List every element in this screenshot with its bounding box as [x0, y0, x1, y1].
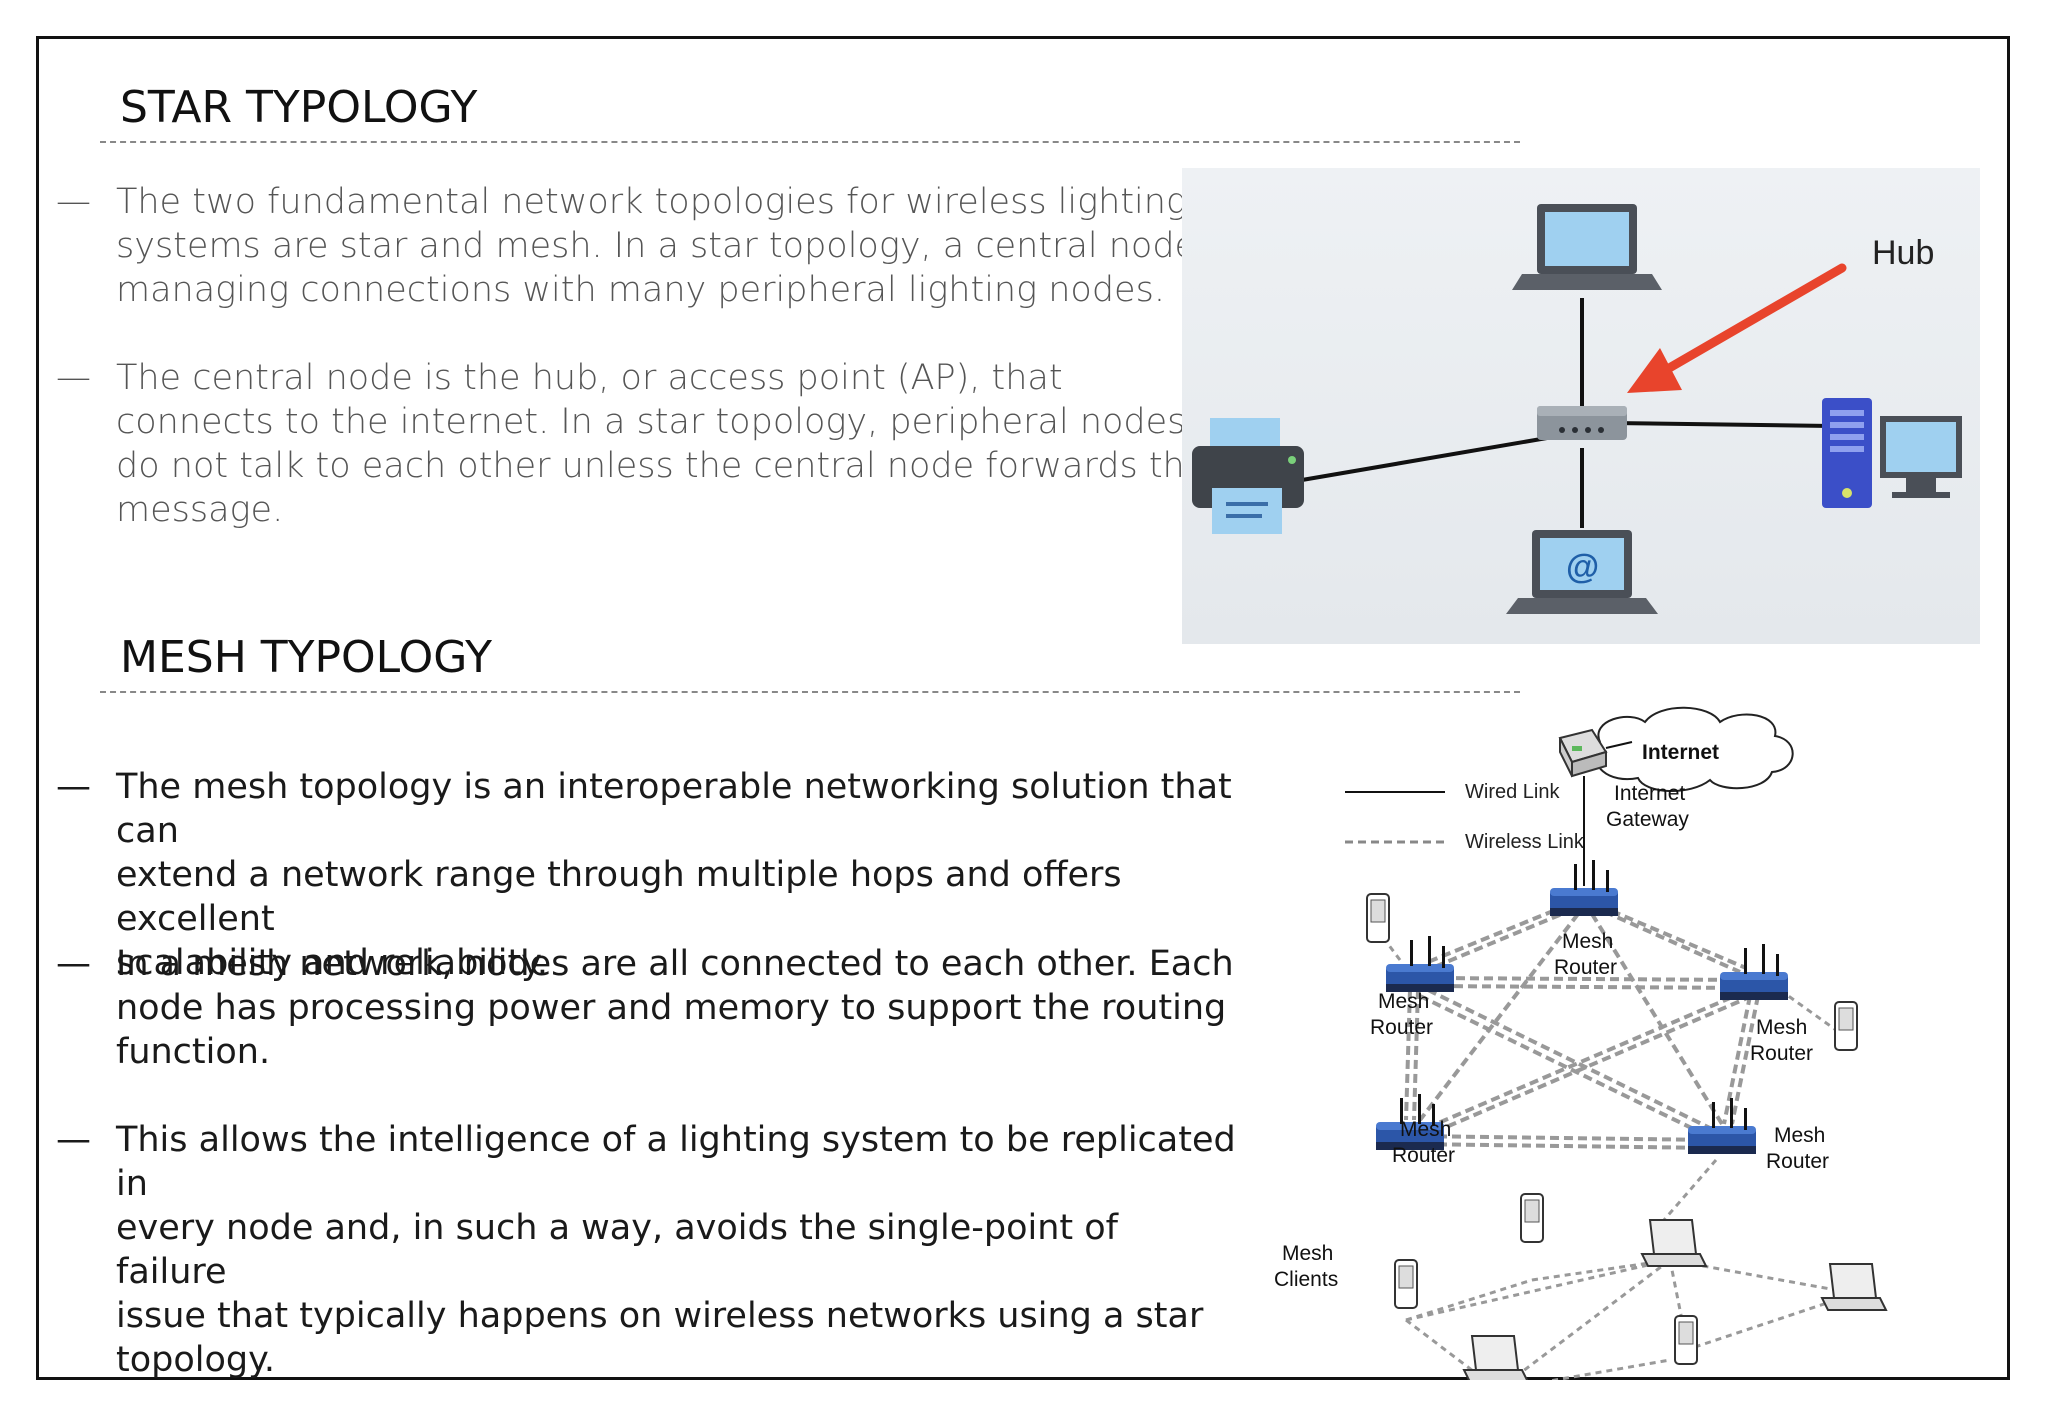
bullet-line: message.	[116, 490, 284, 530]
router-label: Router	[1392, 1144, 1455, 1167]
bullet-line: In a mesh network, nodes are all connect…	[116, 944, 1234, 984]
router-label: Mesh	[1400, 1118, 1451, 1141]
mesh-router-icon	[1720, 944, 1788, 1000]
bullet-line: connects to the internet. In a star topo…	[116, 402, 1186, 442]
bullet-line: topology.	[116, 1340, 275, 1380]
mesh-heading-rule	[100, 691, 1520, 693]
slide-frame	[36, 36, 2010, 1380]
router-label: Router	[1370, 1016, 1433, 1039]
router-label: Router	[1554, 956, 1617, 979]
clients-label: Mesh	[1282, 1242, 1333, 1265]
mesh-router-icon	[1688, 1098, 1756, 1154]
bullet-dash: —	[56, 358, 91, 398]
bullet-line: The mesh topology is an interoperable ne…	[116, 767, 1232, 851]
bullet-line: The two fundamental network topologies f…	[116, 182, 1187, 222]
bullet-dash: —	[56, 1120, 91, 1160]
mesh-diagram-svg: Wired Link Wireless Link Internet Intern…	[1274, 706, 1887, 1392]
router-label: Mesh	[1562, 930, 1613, 953]
link-line	[1301, 436, 1548, 482]
bullet-line: managing connections with many periphera…	[116, 270, 1165, 310]
legend-wireless-label: Wireless Link	[1465, 831, 1585, 853]
laptop-icon	[1512, 204, 1662, 290]
bullet-line: scalability and reliability.	[116, 943, 549, 983]
bullet-line: node has processing power and memory to …	[116, 988, 1227, 1028]
bullet-dash: —	[56, 182, 91, 222]
mesh-topology-diagram: Wired Link Wireless Link Internet Intern…	[1260, 700, 1960, 1392]
bullet-line: function.	[116, 1032, 271, 1072]
arrow-icon	[1627, 263, 1847, 393]
phone-icon	[1394, 1259, 1418, 1309]
bullet-line: This allows the intelligence of a lighti…	[116, 1120, 1236, 1204]
svg-text:@: @	[1566, 548, 1599, 586]
internet-label: Internet	[1642, 741, 1719, 764]
link-line	[1611, 421, 1833, 428]
mesh-router-icon	[1386, 936, 1454, 992]
gateway-label: Gateway	[1606, 808, 1689, 831]
clients-label: Clients	[1274, 1268, 1338, 1291]
router-label: Router	[1766, 1150, 1829, 1173]
phone-icon	[1674, 1315, 1698, 1365]
bullet-line: extend a network range through multiple …	[116, 855, 1122, 939]
wireless-links	[1404, 898, 1760, 1150]
wired-link	[1605, 741, 1633, 749]
laptop-icon	[1463, 1335, 1529, 1383]
bullet-line: The central node is the hub, or access p…	[116, 358, 1063, 398]
desktop-computer-icon	[1822, 398, 1962, 508]
laptop-icon	[1641, 1219, 1707, 1267]
laptop-icon	[1821, 1263, 1887, 1311]
printer-icon	[1192, 418, 1304, 534]
hub-icon	[1537, 406, 1627, 440]
phone-icon	[1520, 1193, 1544, 1243]
router-label: Router	[1750, 1042, 1813, 1065]
hub-label: Hub	[1872, 234, 1934, 272]
bullet-dash: —	[56, 767, 91, 807]
star-diagram-svg: Hub @	[1192, 204, 1962, 614]
router-label: Mesh	[1774, 1124, 1825, 1147]
bullet-dash: —	[56, 944, 91, 984]
star-topology-diagram: Hub @	[1182, 168, 1980, 644]
router-label: Mesh	[1756, 1016, 1807, 1039]
mesh-heading: MESH TYPOLOGY	[120, 632, 493, 683]
email-laptop-icon: @	[1506, 530, 1658, 614]
phone-icon	[1366, 893, 1390, 943]
legend-wired-label: Wired Link	[1465, 781, 1560, 803]
bullet-line: systems are star and mesh. In a star top…	[116, 226, 1197, 266]
internet-cloud-icon: Internet	[1594, 706, 1794, 792]
star-heading: STAR TYPOLOGY	[120, 82, 478, 133]
router-label: Mesh	[1378, 990, 1429, 1013]
gateway-label: Internet	[1614, 782, 1685, 805]
bullet-line: every node and, in such a way, avoids th…	[116, 1208, 1118, 1292]
internet-gateway-icon	[1558, 728, 1608, 778]
phone-icon	[1834, 1001, 1858, 1051]
star-heading-rule	[100, 141, 1520, 143]
bullet-line: issue that typically happens on wireless…	[116, 1296, 1204, 1336]
bullet-line: do not talk to each other unless the cen…	[116, 446, 1207, 486]
